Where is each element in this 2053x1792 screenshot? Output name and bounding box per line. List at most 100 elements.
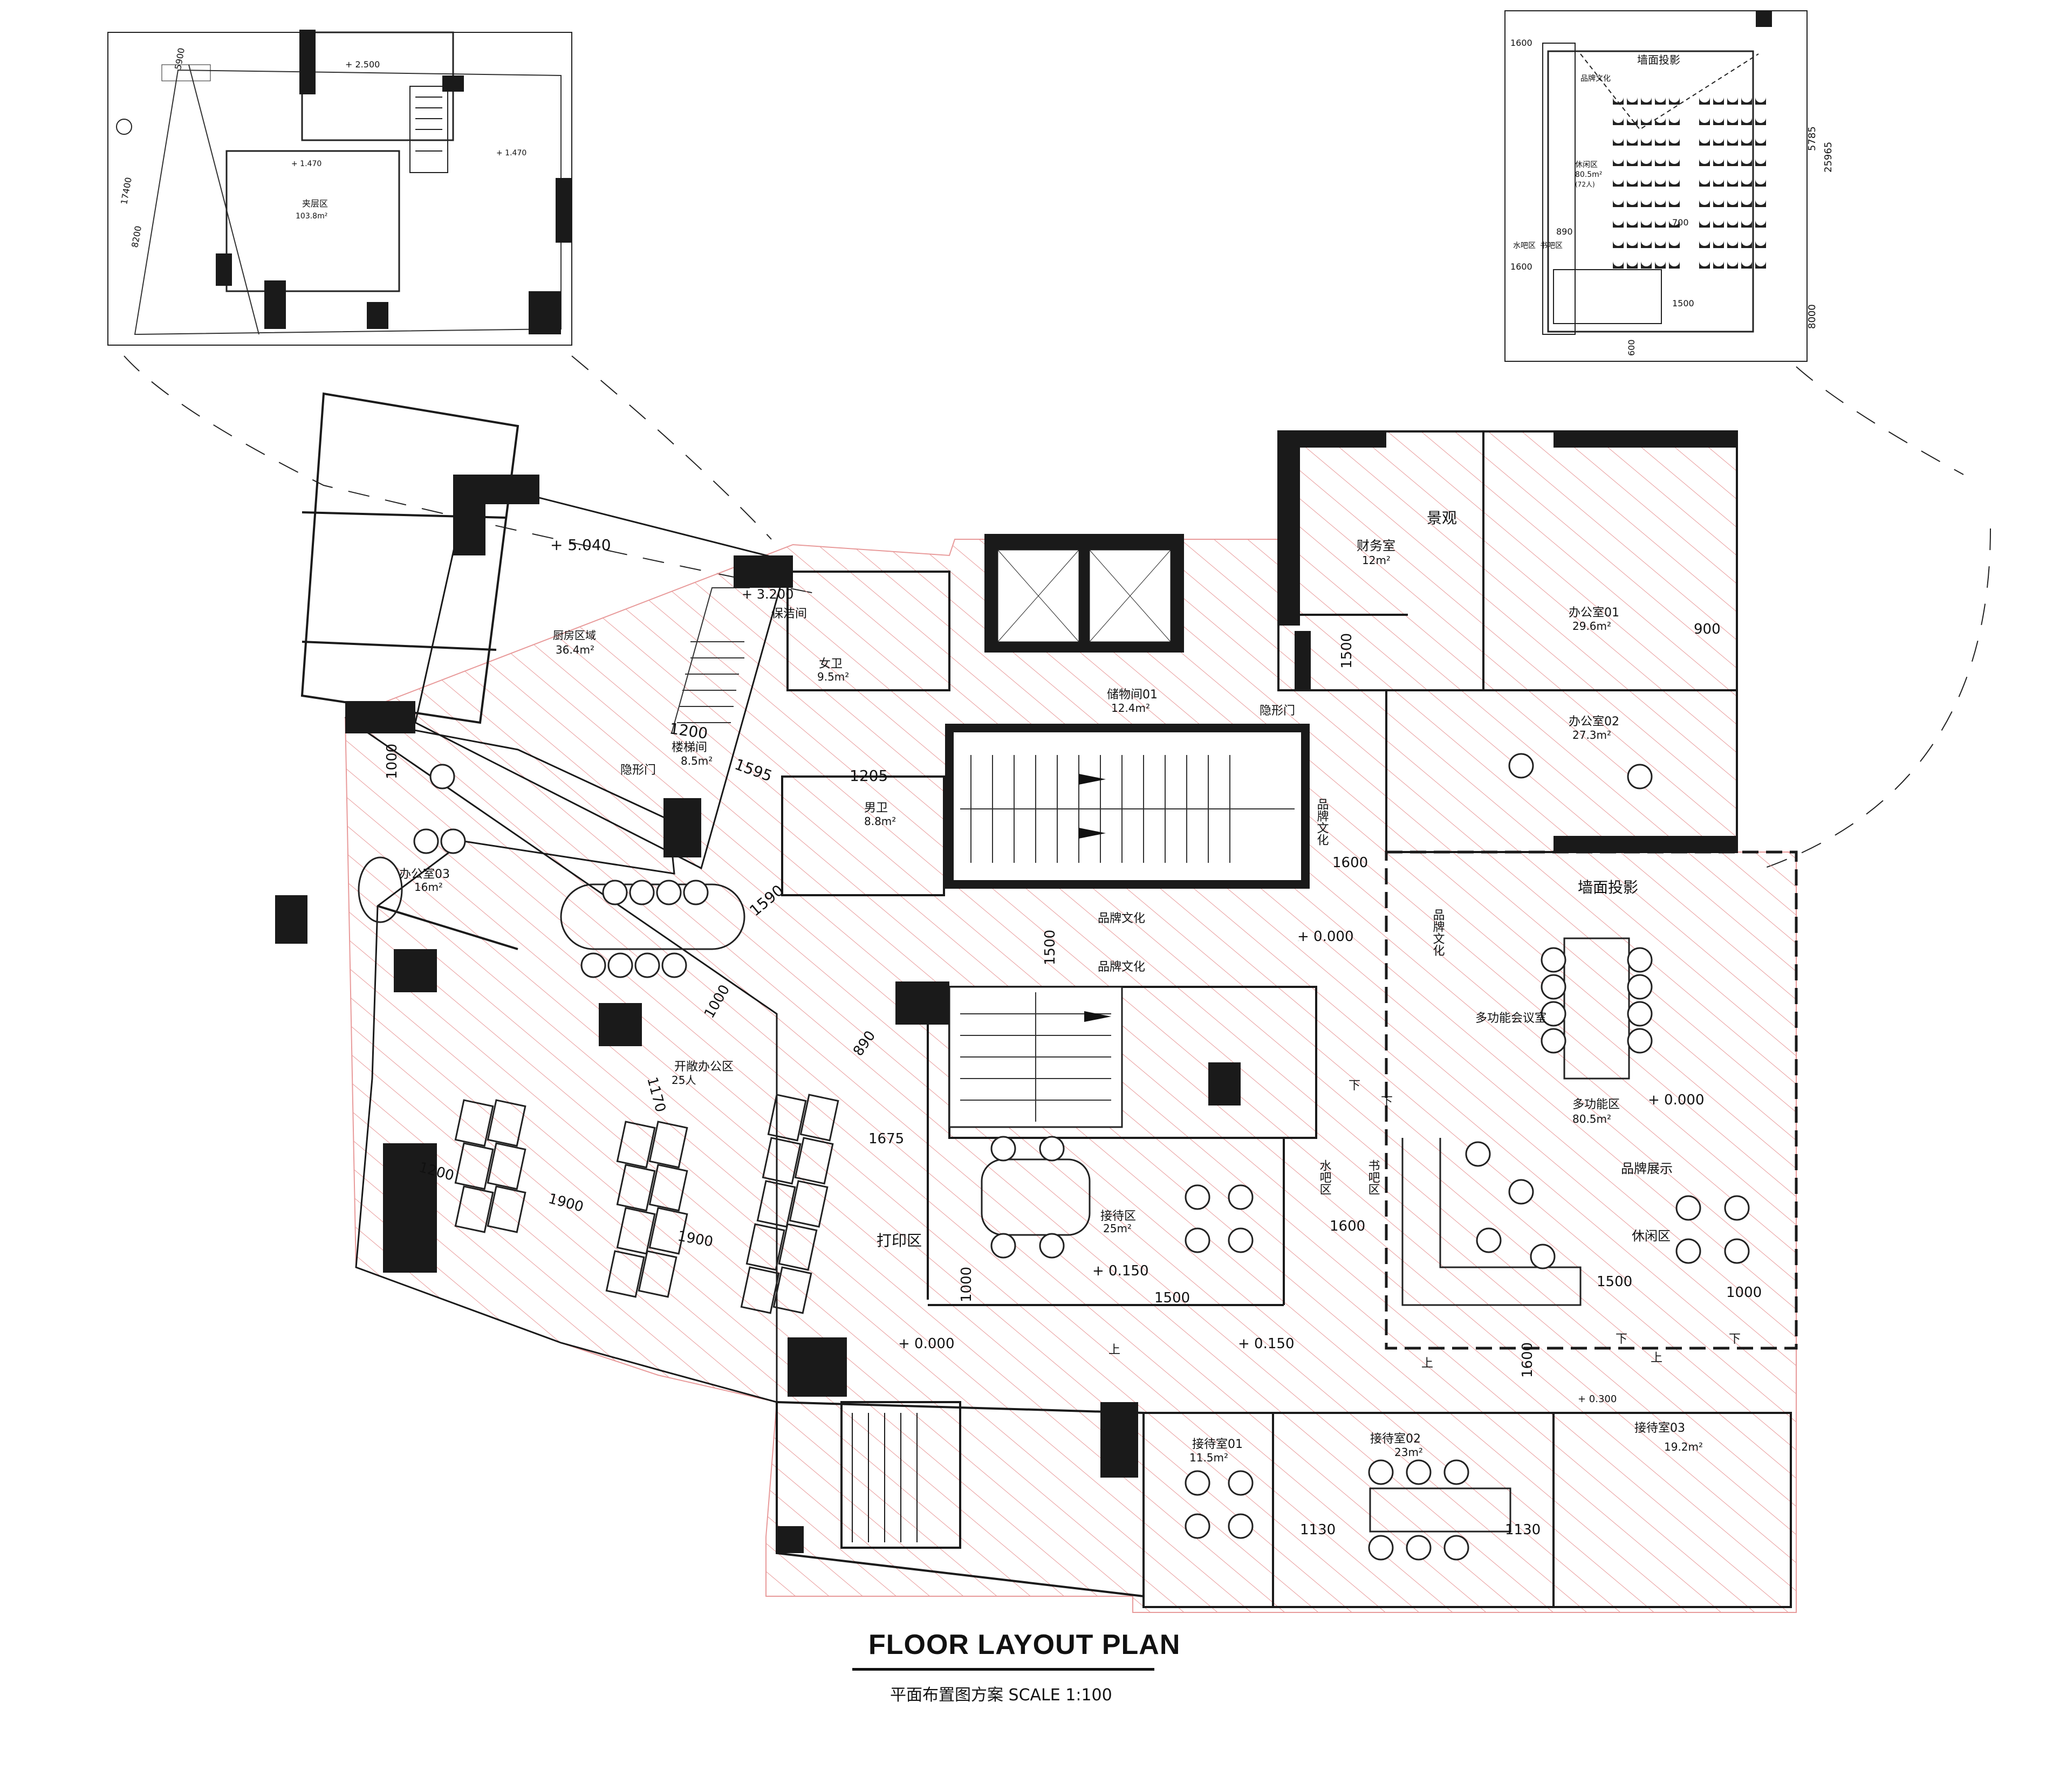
chair xyxy=(1185,1227,1210,1253)
level-mark-9: + 0.300 xyxy=(1578,1393,1617,1405)
workstation-desk xyxy=(616,1207,656,1255)
workstation-desk xyxy=(772,1266,812,1314)
inset-seat xyxy=(1755,241,1766,248)
mezz-level-1: + 2.500 xyxy=(345,59,380,70)
inset-seat xyxy=(1727,241,1738,248)
workstation-desk xyxy=(789,1180,829,1228)
inset-seat xyxy=(1627,138,1638,146)
book-bar-label: 书吧区 xyxy=(1366,1159,1380,1195)
inset-seat xyxy=(1755,118,1766,125)
down-label-1: 下 xyxy=(1349,1079,1360,1093)
inset-seat xyxy=(1741,138,1752,146)
chair xyxy=(1228,1227,1254,1253)
chair xyxy=(1465,1141,1491,1167)
inset-seat xyxy=(1613,97,1624,105)
level-mark-2: + 3.200 xyxy=(742,587,793,602)
dim-1000c: 1000 xyxy=(959,1267,975,1302)
dim-1600c: 1600 xyxy=(1520,1342,1536,1378)
workstation-desk xyxy=(454,1099,494,1147)
chair xyxy=(1185,1184,1210,1210)
chair xyxy=(1627,1028,1653,1054)
level-mark-3: + 0.000 xyxy=(1297,929,1353,945)
inset-seat xyxy=(1627,97,1638,105)
room-mens-name: 男卫 xyxy=(864,801,888,815)
core-stairs xyxy=(945,724,1310,889)
inset-seat xyxy=(1741,179,1752,187)
room-recep03-area: 19.2m² xyxy=(1664,1440,1703,1453)
inset-seat xyxy=(1713,200,1724,207)
inset-seat xyxy=(1613,138,1624,146)
level-mark-6: + 0.000 xyxy=(898,1336,954,1352)
inset-seat xyxy=(1727,138,1738,146)
chair xyxy=(580,952,606,978)
plan-subtitle: 平面布置图方案 SCALE 1:100 xyxy=(890,1686,1112,1705)
room-office03-name: 办公室03 xyxy=(399,868,450,881)
chair xyxy=(1406,1459,1432,1485)
chair xyxy=(1368,1535,1394,1561)
dim-1500d: 1500 xyxy=(1339,633,1355,669)
chair xyxy=(1508,753,1534,779)
room-multi-area-name: 多功能区 xyxy=(1572,1098,1620,1111)
inset-seat xyxy=(1627,159,1638,166)
chair xyxy=(413,828,439,854)
water-bar-label: 水吧区 xyxy=(1318,1159,1332,1195)
inset-seat xyxy=(1699,138,1710,146)
workstation-desk xyxy=(638,1250,678,1298)
chair xyxy=(1185,1470,1210,1496)
misc-labels: 隐形门 隐形门 品牌文化 品牌文化 墙面投影 品牌文化 品牌文化 水吧区 书吧区… xyxy=(620,704,1741,1370)
room-office02-name: 办公室02 xyxy=(1569,715,1619,729)
chair xyxy=(440,828,466,854)
chair xyxy=(683,880,709,905)
brand-culture-label-1: 品牌文化 xyxy=(1098,912,1145,925)
inset-seat xyxy=(1699,241,1710,248)
dim-1130a: 1130 xyxy=(1300,1522,1336,1538)
inset-seat xyxy=(1669,138,1680,146)
level-marks: + 5.040 + 3.200 + 0.000 + 0.000 + 0.150 … xyxy=(550,536,1704,1405)
inset-water-label: 水吧区 xyxy=(1513,242,1536,250)
inset-seat xyxy=(1699,179,1710,187)
inset-seat xyxy=(1727,179,1738,187)
down-label-2: 下 xyxy=(1381,1095,1393,1109)
inset-seat xyxy=(1713,241,1724,248)
dim-1500c: 1500 xyxy=(1597,1274,1632,1290)
workstation-desk xyxy=(648,1121,688,1169)
inset-seat xyxy=(1641,220,1652,228)
workstation-desk xyxy=(616,1121,656,1169)
inset-seat xyxy=(1655,200,1666,207)
up-label-1: 上 xyxy=(1108,1343,1120,1357)
chair xyxy=(1039,1233,1065,1259)
chair xyxy=(1627,974,1653,1000)
inset-seat xyxy=(1655,261,1666,269)
workstation-desk xyxy=(605,1250,645,1298)
dim-1130b: 1130 xyxy=(1505,1522,1541,1538)
room-storage-area: 12.4m² xyxy=(1111,702,1150,715)
inset-seat xyxy=(1655,179,1666,187)
room-cleaning-name: 保洁间 xyxy=(771,607,807,621)
level-mark-7: + 0.150 xyxy=(1238,1336,1294,1352)
room-brand-show-name: 品牌展示 xyxy=(1621,1161,1673,1176)
chair xyxy=(1541,1001,1566,1027)
workstation-desk xyxy=(799,1094,839,1142)
dim-1000a: 1000 xyxy=(384,744,400,779)
chair xyxy=(1185,1513,1210,1539)
inset-seat xyxy=(1727,118,1738,125)
inset-seat xyxy=(1699,159,1710,166)
inset-leisure-area: 80.5m² xyxy=(1575,170,1602,179)
dim-1500a: 1500 xyxy=(1042,930,1058,965)
chair xyxy=(634,952,660,978)
room-womens-name: 女卫 xyxy=(819,657,843,671)
inset-seat xyxy=(1699,118,1710,125)
workstation-desk xyxy=(745,1223,785,1271)
workstation-desk xyxy=(762,1137,802,1185)
chair xyxy=(1541,1028,1566,1054)
room-office02-area: 27.3m² xyxy=(1572,729,1611,741)
chair xyxy=(1476,1227,1502,1253)
chair xyxy=(629,880,655,905)
inset-seat xyxy=(1627,220,1638,228)
inset-seat xyxy=(1669,261,1680,269)
inset-dim-1600a: 1600 xyxy=(1510,38,1532,48)
inset-leader-lines xyxy=(124,355,1991,869)
room-landscape-name: 景观 xyxy=(1427,509,1457,527)
inset-seat xyxy=(1713,97,1724,105)
inset-seat xyxy=(1699,200,1710,207)
